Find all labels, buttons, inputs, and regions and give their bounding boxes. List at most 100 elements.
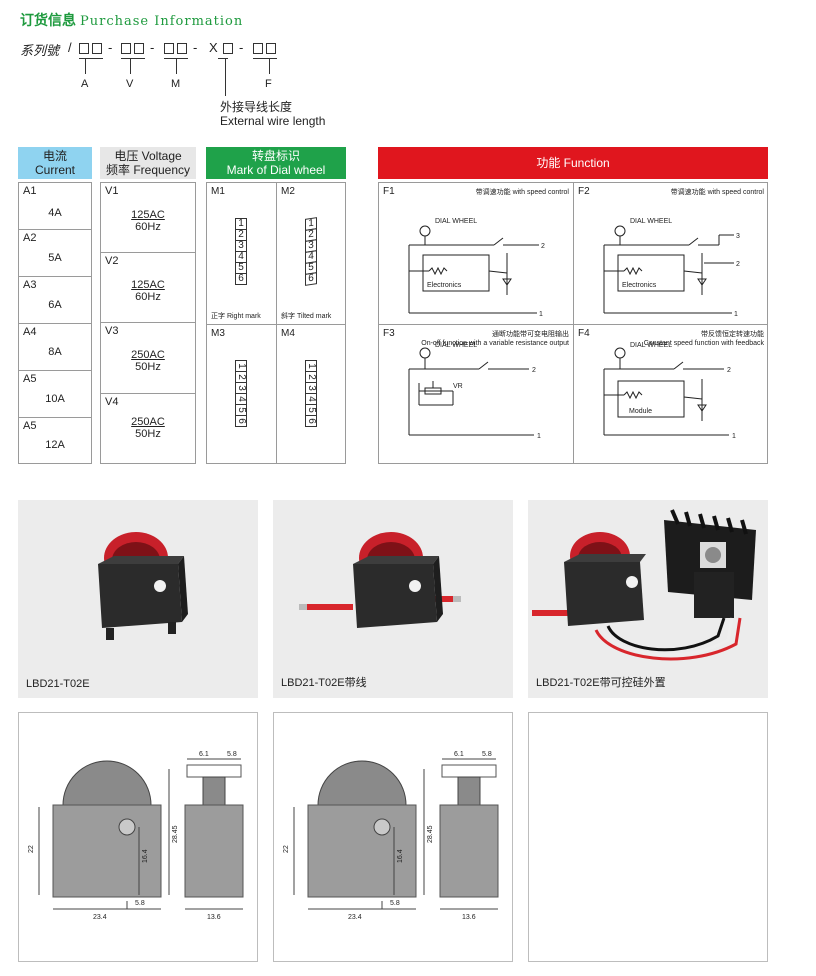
mark-caption: 正字 Right mark: [211, 313, 261, 320]
function-f2: F2 带调速功能 with speed control: [574, 183, 768, 325]
circuit-diagram-f1: DIAL WHEEL Electronics 2 1: [408, 218, 545, 318]
digit-cell: 6: [305, 415, 317, 427]
photo-caption: LBD21-T02E带可控硅外置: [536, 677, 666, 689]
frequency-value: 60Hz: [135, 291, 161, 303]
table-row: V3 250AC 50Hz: [101, 323, 195, 394]
function-f1: F1 带调速功能 with speed control DIAL WHEEL E…: [379, 183, 574, 325]
code-box: [92, 43, 102, 54]
header-current-cn: 电流: [42, 149, 67, 163]
code-dash: -: [150, 40, 155, 55]
leader-line: [85, 58, 86, 74]
series-slash: /: [68, 40, 72, 55]
row-code: V1: [105, 185, 119, 197]
mark-code: M2: [281, 186, 295, 197]
code-letter-m: M: [171, 78, 181, 90]
box-label: Electronics: [427, 282, 462, 289]
digit-strip: 1 2 3 4 5 6: [235, 360, 247, 427]
leader-line: [253, 58, 277, 59]
dim-label: 5.8: [482, 751, 492, 758]
header-voltage-line1: 电压 Voltage: [114, 149, 182, 163]
function-f4: F4 带反馈恒定转速功能 Constant speed function wit…: [574, 325, 768, 464]
circuit-diagram-f2: DIAL WHEEL Electronics 3 2 1: [603, 218, 740, 318]
dial-mark-m3: M3 1 2 3 4 5 6: [207, 325, 277, 464]
title-en: Purchase Information: [80, 14, 244, 29]
row-value: 10A: [45, 393, 65, 405]
table-row: A4 8A: [19, 324, 91, 371]
frequency-value: 60Hz: [135, 221, 161, 233]
circuit-diagram-f3: DIAL WHEEL VR 2 1: [408, 342, 541, 440]
dimension-svg: 22 28.45 16.4 23.4 5.8 6.1 5.8 13.6: [28, 751, 244, 921]
dim-label: 13.6: [462, 914, 476, 921]
terminal-label: 2: [541, 243, 545, 250]
dial-mark-m1: M1 1 2 3 4 5 6 正字 Right mark: [207, 183, 277, 325]
voltage-value: 125AC: [131, 279, 165, 291]
leader-line: [121, 58, 145, 59]
code-box: [266, 43, 276, 54]
dim-label: 5.8: [227, 751, 237, 758]
row-code: A5: [23, 373, 37, 385]
terminal-label: 2: [727, 367, 731, 374]
terminal-label: 1: [732, 433, 736, 440]
dial-mark-table: M1 1 2 3 4 5 6 正字 Right mark M2 1 2 3 4 …: [206, 182, 346, 464]
voltage-table: V1 125AC 60Hz V2 125AC 60Hz V3 250AC 50H…: [100, 182, 196, 464]
table-row: V4 250AC 50Hz: [101, 394, 195, 464]
table-row: A2 5A: [19, 230, 91, 277]
table-row: A5 10A: [19, 371, 91, 418]
terminal-label: 1: [539, 311, 543, 318]
frequency-value: 50Hz: [135, 428, 161, 440]
header-voltage-line2: 频率 Frequency: [105, 163, 191, 177]
wire-en: External wire length: [220, 114, 326, 128]
digit-cell: 6: [235, 415, 247, 427]
table-row: V1 125AC 60Hz: [101, 183, 195, 253]
voltage-value: 250AC: [131, 349, 165, 361]
terminal-label: 2: [736, 261, 740, 268]
dim-label: 13.6: [207, 914, 221, 921]
product-illustration: [98, 532, 188, 640]
box-label: Electronics: [622, 282, 657, 289]
code-dash: -: [193, 40, 198, 55]
function-desc: 带调速功能 with speed control: [475, 189, 569, 196]
code-box: [134, 43, 144, 54]
function-code: F2: [578, 186, 590, 197]
series-label: 系列號: [20, 44, 60, 59]
external-wire-note: 外接导线长度 External wire length: [220, 100, 325, 128]
dim-label: 6.1: [454, 751, 464, 758]
terminal-label: 2: [532, 367, 536, 374]
function-desc-cn: 带反馈恒定转速功能: [701, 331, 764, 338]
code-box: [177, 43, 187, 54]
dim-label: 23.4: [93, 914, 107, 921]
header-dial-en: Mark of Dial wheel: [226, 163, 326, 177]
row-value: 5A: [48, 252, 62, 264]
function-code: F4: [578, 328, 590, 339]
function-table: F1 带调速功能 with speed control DIAL WHEEL E…: [378, 182, 768, 464]
box-label: Module: [629, 408, 652, 415]
code-box: [79, 43, 89, 54]
header-current: 电流 Current: [18, 147, 92, 179]
dial-mark-m4: M4 1 2 3 4 5 6: [277, 325, 346, 464]
digit-strip: 1 2 3 4 5 6: [235, 218, 247, 285]
dim-label: 28.45: [172, 825, 179, 843]
row-code: V4: [105, 396, 119, 408]
dial-wheel-label: DIAL WHEEL: [630, 342, 672, 349]
product-photo-3: LBD21-T02E带可控硅外置: [528, 500, 768, 698]
digit-cell: 6: [235, 273, 247, 285]
leader-line: [225, 58, 226, 96]
header-function: 功能 Function: [378, 147, 768, 179]
code-dash: -: [239, 40, 244, 55]
row-value: 250AC 50Hz: [101, 349, 195, 373]
mark-code: M1: [211, 186, 225, 197]
dim-label: 22: [283, 845, 290, 853]
table-row: A1 4A: [19, 183, 91, 230]
wire-cn: 外接导线长度: [220, 100, 293, 114]
row-code: A2: [23, 232, 37, 244]
product-illustration: [299, 532, 461, 628]
row-value: 6A: [48, 299, 62, 311]
dial-wheel-label: DIAL WHEEL: [630, 218, 672, 225]
function-code: F1: [383, 186, 395, 197]
dim-label: 28.45: [427, 825, 434, 843]
code-dash: -: [108, 40, 113, 55]
row-value: 125AC 60Hz: [101, 209, 195, 233]
function-code: F3: [383, 328, 395, 339]
box-label: VR: [453, 383, 463, 390]
